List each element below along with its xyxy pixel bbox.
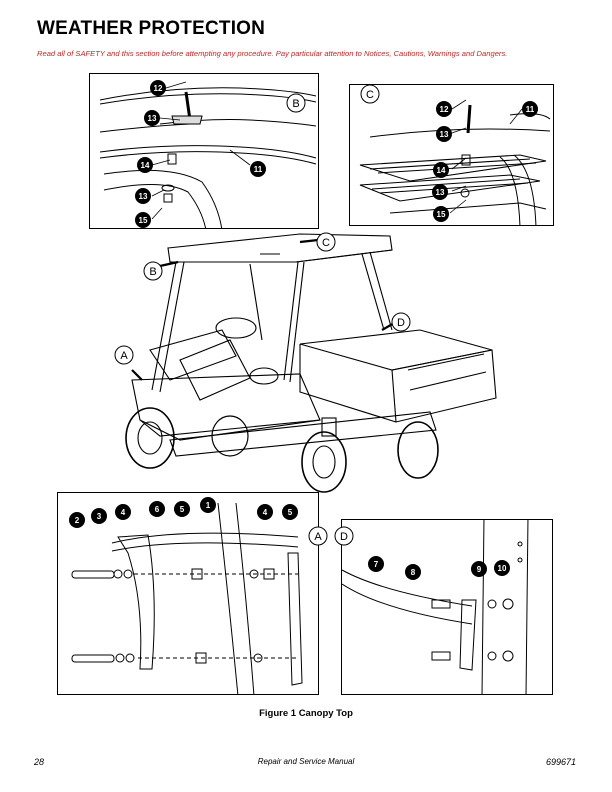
callout-4: 4 (115, 504, 131, 520)
detail-letter-c: C (360, 84, 380, 104)
callout-9: 9 (471, 561, 487, 577)
callout-badges: 12 13 14 11 13 15 12 11 13 14 13 15 1 6 … (69, 80, 538, 580)
callout-label: 4 (121, 508, 126, 517)
callout-13: 13 (135, 188, 151, 204)
callout-13: 13 (144, 110, 160, 126)
callout-label: 13 (436, 188, 445, 197)
callout-3: 3 (91, 508, 107, 524)
callout-11: 11 (522, 101, 538, 117)
callout-10: 10 (494, 560, 510, 576)
callout-label: 2 (75, 516, 80, 525)
callout-label: 11 (526, 105, 535, 114)
detail-letter-b: B (286, 93, 306, 113)
callout-13: 13 (432, 184, 448, 200)
callout-6: 6 (149, 501, 165, 517)
callout-label: 12 (154, 84, 163, 93)
detail-letter-label: A (314, 531, 322, 543)
callout-label: 14 (141, 161, 150, 170)
detail-letter-markers: B C C B D A A D (114, 84, 411, 546)
callout-label: 12 (440, 105, 449, 114)
detail-c-drawing (359, 104, 551, 225)
detail-letter-b: B (143, 261, 163, 281)
detail-letter-label: B (292, 98, 299, 110)
callout-14: 14 (137, 157, 153, 173)
callout-label: 6 (155, 505, 160, 514)
callout-label: 9 (477, 565, 482, 574)
callout-label: 5 (288, 508, 293, 517)
page-number: 28 (34, 757, 45, 767)
callout-label: 13 (148, 114, 157, 123)
callout-label: 3 (97, 512, 102, 521)
detail-letter-label: C (366, 89, 374, 101)
callout-label: 1 (206, 501, 211, 510)
callout-11: 11 (250, 161, 266, 177)
detail-letter-c: C (316, 232, 336, 252)
callout-8: 8 (405, 564, 421, 580)
callout-label: 13 (139, 192, 148, 201)
callout-label: 13 (440, 130, 449, 139)
callout-7: 7 (368, 556, 384, 572)
document-number: 699671 (545, 757, 576, 767)
callout-14: 14 (433, 162, 449, 178)
callout-15: 15 (135, 212, 151, 228)
detail-letter-d: D (391, 312, 411, 332)
detail-letter-d: D (334, 526, 354, 546)
callout-5: 5 (174, 501, 190, 517)
callout-label: 15 (139, 216, 148, 225)
detail-letter-a: A (114, 345, 134, 365)
detail-a-drawing (71, 502, 303, 694)
callout-13: 13 (436, 126, 452, 142)
callout-15: 15 (433, 206, 449, 222)
callout-label: 7 (374, 560, 379, 569)
callout-label: 5 (180, 505, 185, 514)
detail-b-drawing (99, 87, 317, 228)
callout-label: 11 (254, 165, 263, 174)
detail-d-drawing (342, 520, 529, 694)
callout-label: 15 (437, 210, 446, 219)
detail-b-panel (89, 73, 319, 229)
detail-letter-label: D (340, 531, 348, 543)
detail-letter-label: A (120, 350, 128, 362)
callout-1: 1 (200, 497, 216, 513)
callout-label: 8 (411, 568, 416, 577)
callout-5: 5 (282, 504, 298, 520)
detail-d-panel (341, 519, 553, 695)
callout-label: 14 (437, 166, 446, 175)
callout-12: 12 (436, 101, 452, 117)
detail-letter-a: A (308, 526, 328, 546)
callout-2: 2 (69, 512, 85, 528)
figure-caption: Figure 1 Canopy Top (259, 708, 353, 719)
callout-label: 4 (263, 508, 268, 517)
page-title: WEATHER PROTECTION (37, 18, 266, 39)
detail-a-panel (57, 492, 319, 695)
callout-12: 12 (150, 80, 166, 96)
safety-warning: Read all of SAFETY and this section befo… (37, 49, 508, 58)
detail-letter-label: B (149, 266, 156, 278)
manual-name: Repair and Service Manual (257, 757, 355, 766)
callout-4: 4 (257, 504, 273, 520)
callout-label: 10 (498, 564, 507, 573)
detail-letter-label: D (397, 317, 405, 329)
detail-letter-label: C (322, 237, 330, 249)
